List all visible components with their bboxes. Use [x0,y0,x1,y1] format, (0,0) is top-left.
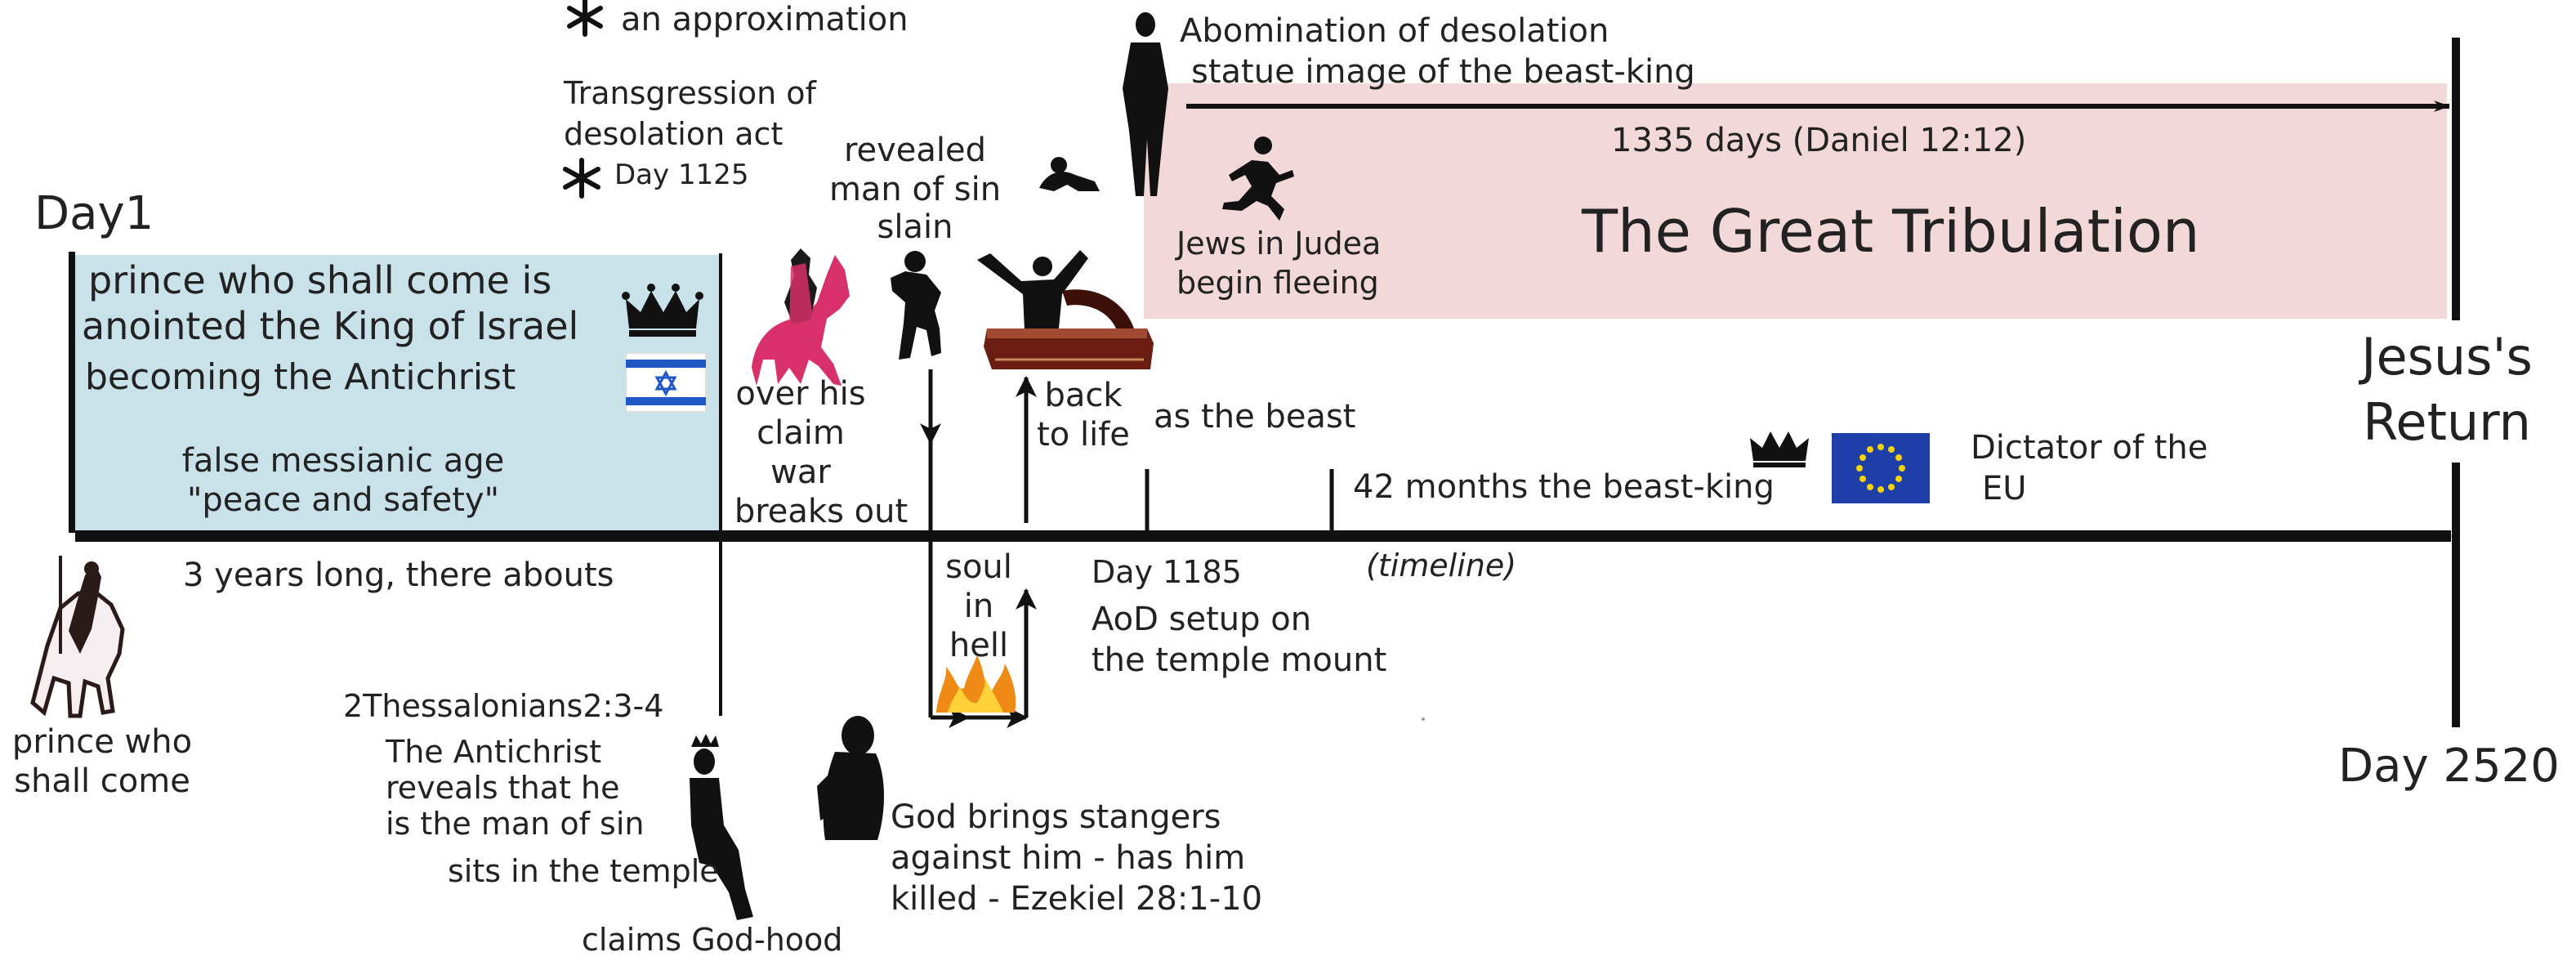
prince-anointed-label-2: anointed the King of Israel [82,304,579,348]
great-tribulation-label: The Great Tribulation [1582,197,2200,266]
prince-shall-come-label-1: prince who [11,723,193,761]
soul-in-hell-label-1: soul [945,548,1012,586]
crown-icon [622,284,703,337]
prince-shall-come-label-2: shall come [14,762,190,800]
thessalonians-label: 2Thessalonians2:3-4 [343,688,664,724]
israel-flag-icon [625,352,707,413]
jesus-return-label-2: Return [2363,392,2531,452]
statue-figure-icon [1123,12,1168,196]
approximation-label: an approximation [621,1,909,38]
abomination-label-2: statue image of the beast-king [1191,53,1695,91]
casket-icon [984,289,1154,369]
eu-crown-icon [1750,431,1809,467]
aod-setup-label-1: AoD setup on [1092,601,1312,638]
jews-fleeing-label-2: begin fleeing [1176,265,1379,301]
war-label-3: war [770,454,831,491]
prince-anointed-label-1: prince who shall come is [88,258,552,302]
stray-dot [1422,717,1425,721]
war-label-2: claim [757,414,845,452]
hooded-stranger-icon [817,716,884,840]
antichrist-reveals-label-2: reveals that he [386,770,620,806]
pre-tribulation-band [70,255,719,533]
revealed-label-2: man of sin [828,171,1002,208]
day2520-label: Day 2520 [2338,740,2560,793]
claims-godhood-label: claims God-hood [582,922,843,958]
enthroned-man-icon [690,734,753,920]
kneeling-figure-icon [1039,157,1100,191]
revealed-label-1: revealed [843,132,987,169]
soul-in-hell-label-3: hell [949,627,1009,664]
day1125-label: Day 1125 [614,159,749,191]
back-to-life-label-2: to life [1037,416,1130,454]
war-label-1: over his [735,375,866,413]
back-to-life-label-1: back [1044,377,1123,414]
jews-fleeing-label-1: Jews in Judea [1176,226,1382,261]
days-1335-label: 1335 days (Daniel 12:12) [1611,122,2027,159]
sits-temple-label: sits in the temple [448,853,719,889]
antichrist-reveals-label-3: is the man of sin [386,806,645,842]
approximation-asterisk-icon [567,0,603,37]
transgression-label-1: Transgression of [564,75,816,111]
jesus-return-label-1: Jesus's [2361,327,2533,387]
war-label-4: breaks out [734,493,909,530]
abomination-label-1: Abomination of desolation [1180,12,1609,50]
transgression-label-2: desolation act [564,116,784,152]
rider-on-horse-icon [752,248,850,386]
soul-in-hell-label-2: in [963,588,994,625]
running-figure-icon [1222,136,1294,221]
timeline-label: (timeline) [1366,548,1517,583]
rising-man-icon [977,250,1088,330]
false-age-label-1: false messianic age [181,442,505,480]
god-brings-label-2: against him - has him [891,839,1246,877]
hell-fire-icon [936,655,1016,713]
white-rider-icon [30,556,125,718]
falling-man-icon [891,251,941,360]
becoming-antichrist-label: becoming the Antichrist [85,356,516,398]
day1-label: Day1 [34,187,154,240]
tribulation-band [1144,83,2447,319]
three-years-label: 3 years long, there abouts [183,556,614,594]
months-42-label: 42 months the beast-king [1353,468,1775,506]
dictator-label-1: Dictator of the [1971,429,2208,467]
day1185-label: Day 1185 [1092,554,1242,590]
revealed-label-3: slain [877,208,953,246]
antichrist-reveals-label-1: The Antichrist [386,734,602,770]
dictator-label-2: EU [1982,470,2027,507]
as-beast-label: as the beast [1154,398,1356,436]
god-brings-label-3: killed - Ezekiel 28:1-10 [891,880,1263,918]
aod-setup-label-2: the temple mount [1092,641,1387,679]
day1125-asterisk-icon [563,158,600,199]
false-age-label-2: "peace and safety" [187,481,499,519]
god-brings-label-1: God brings stangers [891,798,1221,836]
eu-flag-icon [1832,433,1930,503]
